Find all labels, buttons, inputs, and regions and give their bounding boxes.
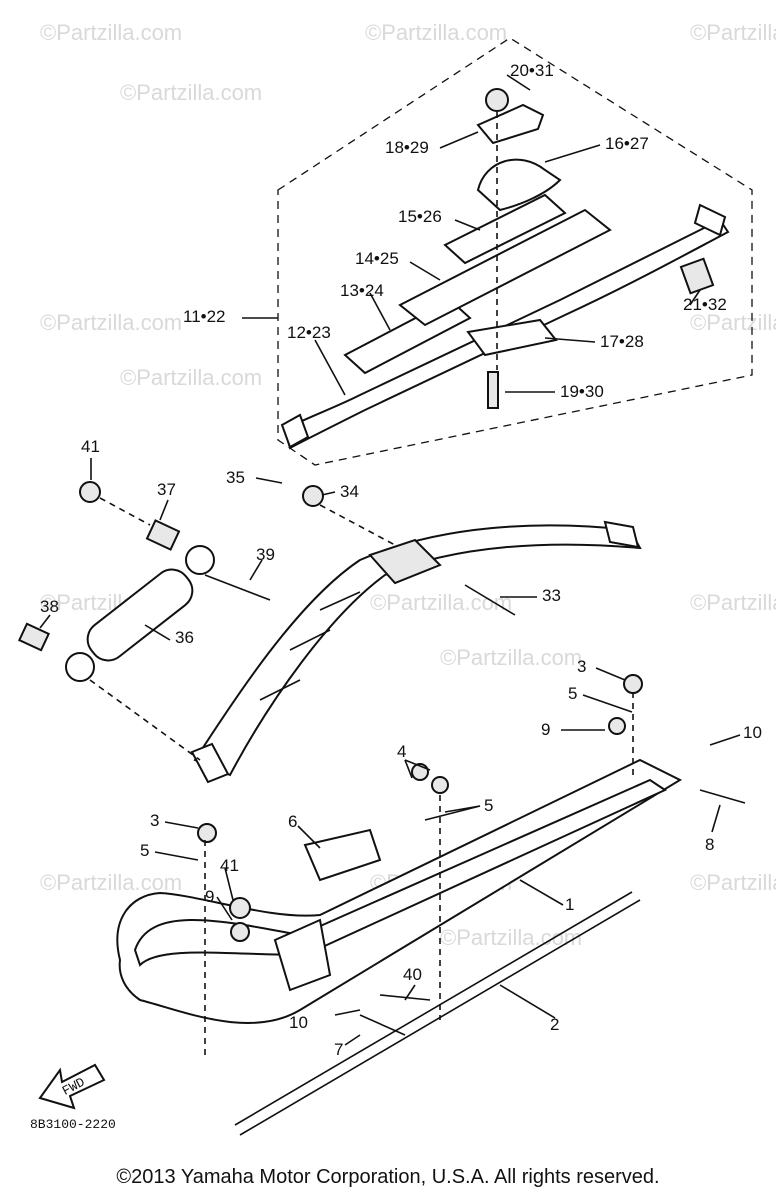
callout-9: 9	[541, 720, 550, 739]
callout-33: 33	[542, 586, 561, 605]
watermark: ©Partzilla.com	[690, 590, 776, 615]
ski-body	[116, 674, 746, 1136]
callout-17-28: 17•28	[600, 332, 644, 351]
callout-9: 9	[205, 887, 214, 906]
watermark: ©Partzilla.com	[120, 80, 262, 105]
callout-37: 37	[157, 480, 176, 499]
shock-absorber	[17, 481, 516, 761]
callout-labels: 20•31 18•29 16•27 15•26 14•25 13•24 11•2…	[40, 61, 762, 1059]
callout-41: 41	[81, 437, 100, 456]
callout-6: 6	[288, 812, 297, 831]
callout-16-27: 16•27	[605, 134, 649, 153]
diagram-code: 8B3100-2220	[30, 1117, 116, 1132]
watermark: ©Partzilla.com	[370, 590, 512, 615]
watermark: ©Partzilla.com	[40, 310, 182, 335]
callout-5: 5	[484, 796, 493, 815]
callout-4: 4	[397, 742, 406, 761]
callout-12-23: 12•23	[287, 323, 331, 342]
callout-10: 10	[743, 723, 762, 742]
callout-15-26: 15•26	[398, 207, 442, 226]
callout-20-31: 20•31	[510, 61, 554, 80]
callout-39: 39	[256, 545, 275, 564]
callout-13-24: 13•24	[340, 281, 384, 300]
callout-5: 5	[140, 841, 149, 860]
callout-2: 2	[550, 1015, 559, 1034]
callout-18-29: 18•29	[385, 138, 429, 157]
watermark: ©Partzilla.com	[440, 645, 582, 670]
callout-21-32: 21•32	[683, 295, 727, 314]
watermark: ©Partzilla.com	[40, 20, 182, 45]
callout-7: 7	[334, 1040, 343, 1059]
watermark: ©Partzilla.com	[40, 870, 182, 895]
watermark: ©Partzilla.com	[690, 20, 776, 45]
callout-41: 41	[220, 856, 239, 875]
leader-lines	[39, 74, 741, 1046]
callout-10: 10	[289, 1013, 308, 1032]
callout-36: 36	[175, 628, 194, 647]
callout-40: 40	[403, 965, 422, 984]
watermark: ©Partzilla.com	[120, 365, 262, 390]
callout-3: 3	[577, 657, 586, 676]
callout-3: 3	[150, 811, 159, 830]
callout-14-25: 14•25	[355, 249, 399, 268]
callout-35: 35	[226, 468, 245, 487]
copyright-notice: ©2013 Yamaha Motor Corporation, U.S.A. A…	[116, 1166, 660, 1188]
callout-11-22: 11•22	[183, 307, 226, 326]
watermark: ©Partzilla.com	[440, 925, 582, 950]
callout-19-30: 19•30	[560, 382, 604, 401]
assembly-outline	[277, 37, 753, 466]
callout-34: 34	[340, 482, 359, 501]
callout-38: 38	[40, 597, 59, 616]
watermark: ©Partzilla.com	[690, 870, 776, 895]
callout-1: 1	[565, 895, 574, 914]
callout-8: 8	[705, 835, 714, 854]
leaf-spring-main	[190, 520, 642, 784]
watermark: ©Partzilla.com	[365, 20, 507, 45]
leaf-spring-exploded	[280, 88, 730, 450]
callout-5: 5	[568, 684, 577, 703]
fwd-arrow-icon: FWD	[38, 1063, 106, 1110]
watermark: ©Partzilla.com	[690, 310, 776, 335]
